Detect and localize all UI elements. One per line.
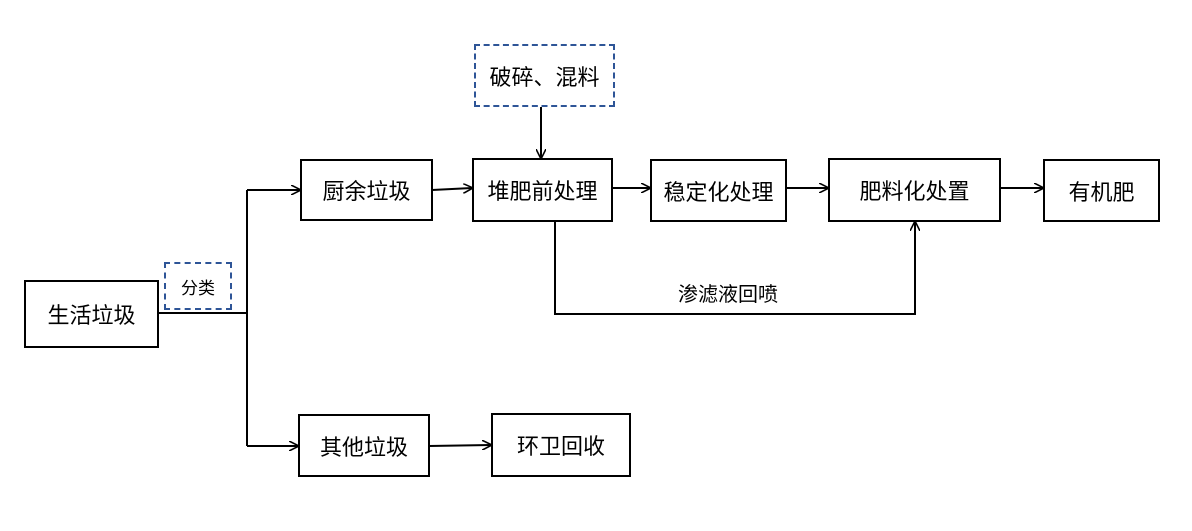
node-fertilizer-disposal: 肥料化处置 [828, 158, 1001, 222]
node-other-waste: 其他垃圾 [298, 414, 430, 477]
node-kitchen-waste: 厨余垃圾 [300, 159, 433, 221]
edge-label-leachate-spray: 渗滤液回喷 [678, 282, 778, 306]
node-classify: 分类 [164, 262, 232, 310]
arrow-leachate-loop [554, 221, 915, 315]
node-pretreatment: 堆肥前处理 [472, 158, 613, 222]
arrow-kitchen-to-pretreatment [431, 188, 472, 190]
node-household-waste: 生活垃圾 [24, 280, 159, 348]
node-crush-mix: 破碎、混料 [474, 44, 615, 107]
node-stabilization: 稳定化处理 [650, 159, 787, 222]
node-sanitation-recycling: 环卫回收 [491, 413, 631, 477]
node-organic-fertilizer: 有机肥 [1043, 159, 1160, 222]
arrow-other-to-recycling [428, 445, 491, 446]
